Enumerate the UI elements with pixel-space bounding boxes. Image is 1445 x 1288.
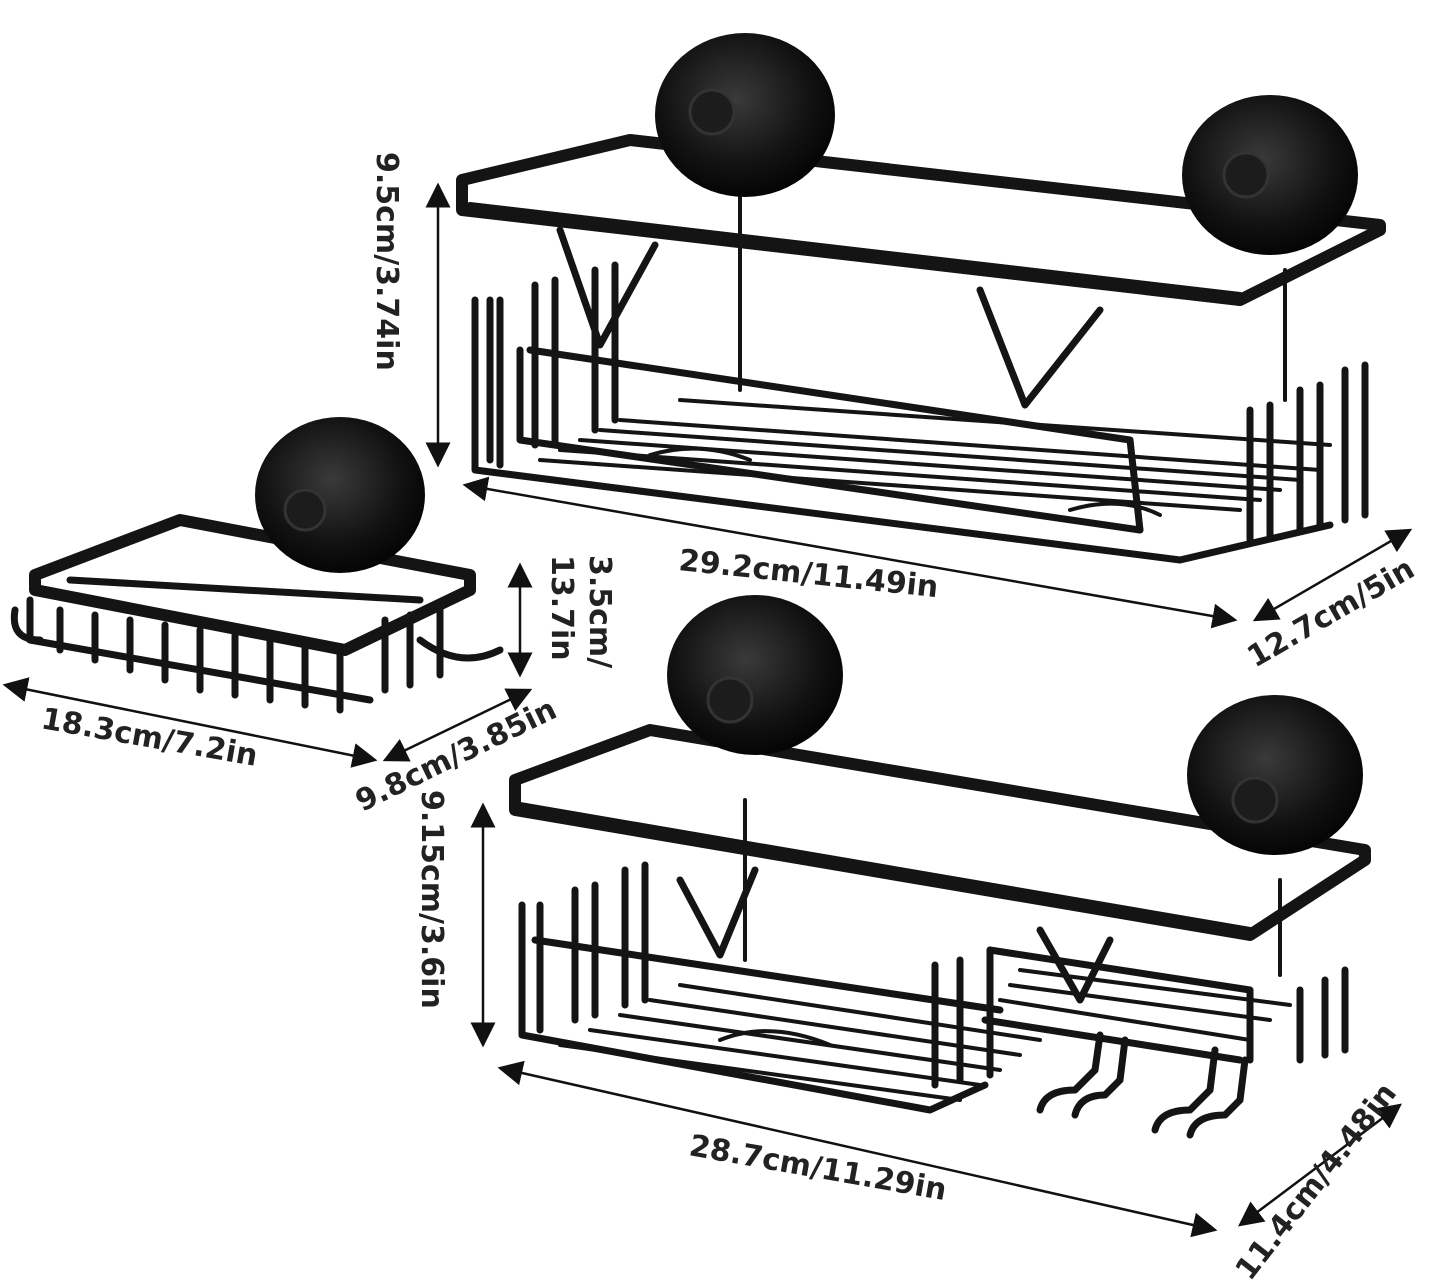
bottom-shelf-height-label: 9.15cm/3.6in	[414, 790, 449, 1009]
top-shelf-rail	[456, 134, 1386, 306]
top-shelf-depth-arrow	[1252, 528, 1413, 622]
soap-dish-height-label-line1: 3.5cm/	[582, 555, 617, 668]
bottom-shelf-rail	[509, 724, 1371, 941]
soap-dish-depth-arrow	[382, 688, 533, 762]
bottom-shelf-suction-cup-right	[1187, 695, 1363, 855]
soap-dish-depth-label: 9.8cm/3.85in	[350, 692, 562, 819]
soap-dish-height-label-line2: 13.7in	[544, 555, 579, 661]
bottom-shelf-depth-label: 11.4cm/4.48in	[1229, 1077, 1404, 1287]
top-shelf	[456, 33, 1386, 564]
bottom-shelf	[509, 595, 1371, 1139]
bottom-shelf-width-arrow	[497, 1060, 1218, 1238]
soap-dish-suction-cup	[255, 417, 425, 573]
bottom-shelf-suction-cup-left	[667, 595, 843, 755]
bottom-shelf-basket	[518, 861, 1349, 1139]
top-shelf-basket	[471, 261, 1369, 564]
top-shelf-width-arrow	[462, 476, 1238, 629]
bottom-shelf-depth-arrow	[1238, 1103, 1402, 1227]
top-shelf-suction-cup-right	[1182, 95, 1358, 255]
dimension-arrows	[2, 182, 1413, 1238]
soap-dish-width-arrow	[2, 677, 378, 768]
soap-dish	[10, 417, 504, 714]
top-shelf-suction-cup-left	[655, 33, 835, 197]
top-shelf-height-label: 9.5cm/3.74in	[369, 152, 404, 371]
soap-dish-width-label: 18.3cm/7.2in	[39, 701, 261, 773]
top-shelf-width-label: 29.2cm/11.49in	[677, 543, 940, 605]
